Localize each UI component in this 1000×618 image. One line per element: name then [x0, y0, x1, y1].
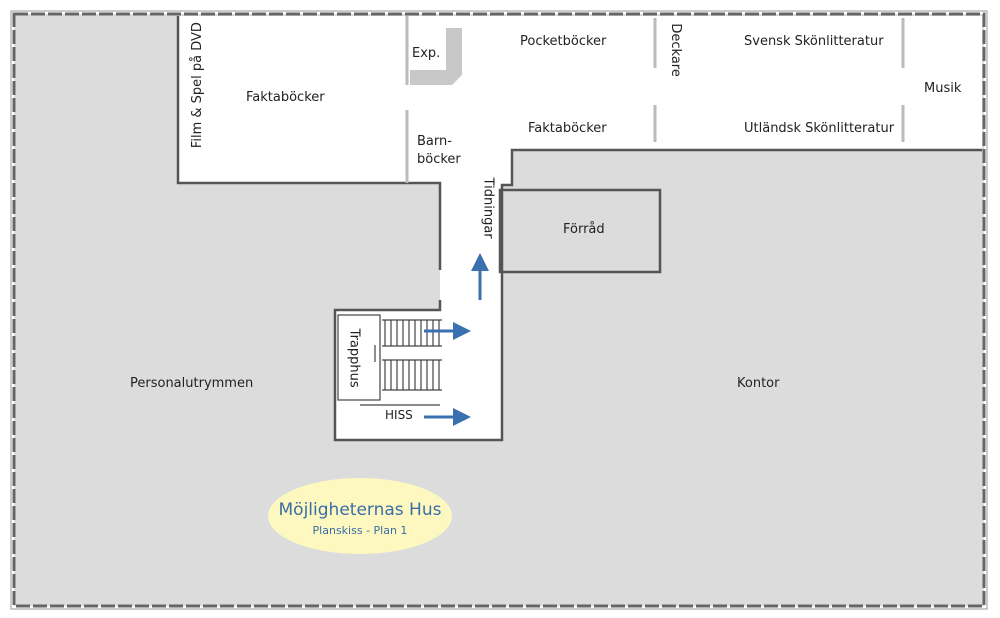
shelf-dividers [405, 16, 905, 183]
room-film: Film & Spel på DVD [189, 22, 205, 149]
room-trapphus: Trapphus [346, 328, 362, 388]
stairs [337, 314, 442, 406]
room-exp: Exp. [412, 46, 441, 61]
library-area [178, 16, 982, 440]
interior-walls [176, 16, 982, 442]
room-hiss: HISS [385, 408, 413, 422]
room-svensk: Svensk Skönlitteratur [744, 34, 884, 49]
room-fakta-left: Faktaböcker [246, 90, 325, 105]
outer-wall [12, 12, 986, 608]
logo-title: Möjligheternas Hus [278, 500, 442, 520]
room-pocket: Pocketböcker [520, 34, 607, 49]
room-barn-1: Barn- [417, 134, 452, 149]
direction-arrows [424, 253, 489, 426]
outer-wall-line [10, 10, 988, 610]
logo-ellipse [268, 478, 452, 554]
room-fakta-right: Faktaböcker [528, 121, 607, 136]
room-personal: Personalutrymmen [130, 376, 254, 391]
room-tidningar: Tidningar [480, 177, 496, 239]
room-forrad: Förråd [563, 222, 605, 237]
exp-desk [410, 28, 462, 85]
logo-subtitle: Planskiss - Plan 1 [312, 524, 408, 537]
room-barn-2: böcker [417, 152, 461, 167]
room-musik: Musik [924, 81, 962, 96]
room-kontor: Kontor [737, 376, 780, 391]
room-deckare: Deckare [667, 23, 683, 77]
room-utlandsk: Utländsk Skönlitteratur [744, 121, 895, 136]
